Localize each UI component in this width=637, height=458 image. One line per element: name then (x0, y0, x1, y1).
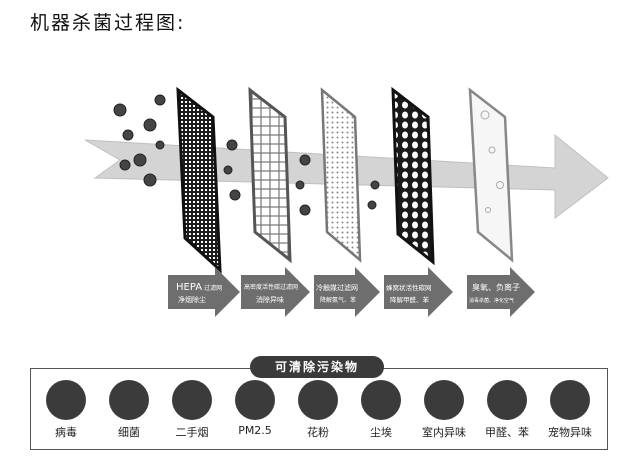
pollutant-label: 室内异味 (422, 426, 466, 439)
pollutant-item-odor: 室内异味 (414, 380, 474, 440)
svg-text:蜂窝状活性碳网: 蜂窝状活性碳网 (386, 283, 432, 292)
filter-cold-catalyst (320, 87, 362, 263)
svg-text:净烟除尘: 净烟除尘 (178, 295, 206, 304)
formaldehyde-icon (487, 380, 527, 420)
pollutant-list: 病毒 细菌 二手烟 PM2.5 花粉 尘埃 室内异味 甲醛、苯 宠物异味 (30, 380, 608, 448)
germ (295, 180, 305, 190)
germ (367, 200, 377, 210)
page-title: 机器杀菌过程图: (30, 12, 186, 34)
germ (226, 139, 238, 151)
svg-text:降解甲醛、苯: 降解甲醛、苯 (390, 295, 430, 304)
pollutant-label: 甲醛、苯 (485, 426, 529, 439)
label-arrow-cold: 冷触媒过滤网 降解氨气、苯 (314, 267, 380, 317)
germ (229, 189, 241, 201)
filter-ion (468, 87, 514, 263)
svg-text:消毒杀菌、净化空气: 消毒杀菌、净化空气 (469, 297, 514, 304)
pm25-icon (235, 380, 275, 420)
germ (223, 165, 233, 175)
pollutant-label: 细菌 (118, 426, 140, 439)
pollutant-item-smoke: 二手烟 (162, 380, 222, 440)
svg-text:降解氨气、苯: 降解氨气、苯 (320, 296, 356, 304)
filter-honeycomb (391, 86, 435, 266)
germ (370, 180, 380, 190)
pollutant-panel-title: 可清除污染物 (250, 356, 384, 378)
pollutant-item-virus: 病毒 (36, 380, 96, 440)
filter-carbon (248, 86, 292, 264)
bacteria-icon (109, 380, 149, 420)
filter-hepa (176, 86, 222, 274)
pollutant-label: 二手烟 (175, 426, 209, 439)
svg-text:冷触媒过滤网: 冷触媒过滤网 (316, 283, 358, 292)
odor-icon (424, 380, 464, 420)
label-arrow-carbon: 高密度活性碳过滤网 消除异味 (241, 267, 310, 317)
pollen-icon (298, 380, 338, 420)
virus-icon (46, 380, 86, 420)
pollutant-label: 尘埃 (370, 426, 392, 439)
cigarette-icon (172, 380, 212, 420)
pollutant-item-pollen: 花粉 (288, 380, 348, 440)
pollutant-label: 宠物异味 (548, 426, 592, 439)
dust-icon (361, 380, 401, 420)
pollutant-label: 病毒 (55, 426, 77, 439)
svg-text:臭氧、负离子: 臭氧、负离子 (472, 282, 520, 292)
germ (113, 103, 127, 117)
pollutant-label: 花粉 (307, 426, 329, 439)
pet-icon (550, 380, 590, 420)
svg-text:消除异味: 消除异味 (256, 295, 284, 304)
germ (122, 129, 134, 141)
germ (154, 94, 166, 106)
svg-text:高密度活性碳过滤网: 高密度活性碳过滤网 (244, 283, 298, 291)
pollutant-item-bacteria: 细菌 (99, 380, 159, 440)
pollutant-item-pet: 宠物异味 (540, 380, 600, 440)
germ (143, 173, 157, 187)
germ-cluster (113, 94, 380, 216)
pollutant-label: PM2.5 (238, 424, 272, 437)
germ (299, 154, 311, 166)
germ (155, 140, 165, 150)
germ (143, 118, 157, 132)
label-arrow-honeycomb: 蜂窝状活性碳网 降解甲醛、苯 (384, 267, 453, 317)
germ (299, 204, 311, 216)
pollutant-item-dust: 尘埃 (351, 380, 411, 440)
germ (133, 153, 147, 167)
germ (119, 159, 131, 171)
pollutant-item-formaldehyde: 甲醛、苯 (477, 380, 537, 440)
pollutant-item-pm25: PM2.5 (225, 380, 285, 437)
label-arrow-ion: 臭氧、负离子 消毒杀菌、净化空气 (467, 267, 535, 317)
